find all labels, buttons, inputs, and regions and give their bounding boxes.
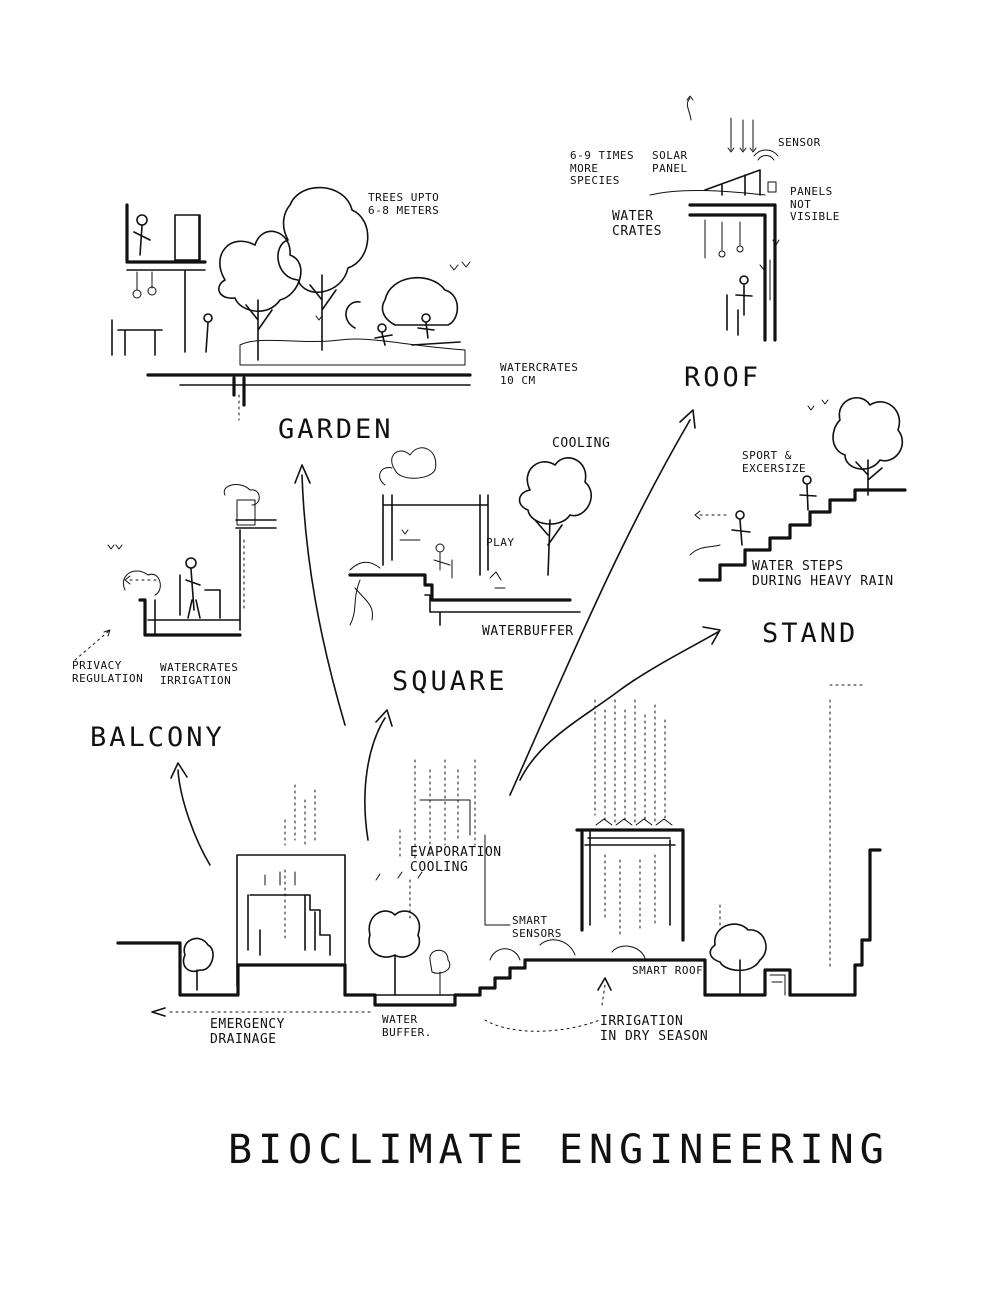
stand-section-drawing bbox=[689, 396, 907, 582]
smart-sensors-annotation: SMART SENSORS bbox=[512, 914, 562, 940]
stand-arrow bbox=[519, 631, 719, 781]
balcony-arrow bbox=[177, 769, 211, 866]
square-section-drawing bbox=[348, 447, 592, 626]
watercrates-10cm-annotation: WATERCRATES 10 CM bbox=[500, 361, 579, 387]
water-crates-annotation: WATER CRATES bbox=[612, 209, 662, 239]
roof-label: ROOF bbox=[684, 362, 762, 393]
garden-arrowhead bbox=[294, 464, 311, 484]
sensor-annotation: SENSOR bbox=[778, 136, 821, 149]
emergency-drainage-annotation: EMERGENCY DRAINAGE bbox=[210, 1017, 285, 1047]
garden-section-drawing bbox=[111, 186, 472, 421]
diagram-title: BIOCLIMATE ENGINEERING bbox=[228, 1127, 890, 1173]
sport-annotation: SPORT & EXCERSIZE bbox=[742, 449, 807, 475]
garden-label: GARDEN bbox=[278, 414, 394, 445]
garden-arrow bbox=[301, 474, 346, 726]
more-species-annotation: 6-9 TIMES MORE SPECIES bbox=[570, 149, 635, 188]
waterbuffer-annotation: WATERBUFFER bbox=[482, 624, 574, 639]
water-steps-annotation: WATER STEPS DURING HEAVY RAIN bbox=[752, 559, 894, 589]
cooling-annotation: COOLING bbox=[552, 436, 611, 451]
play-annotation: PLAY bbox=[486, 536, 515, 549]
evaporation-annotation: EVAPORATION COOLING bbox=[410, 845, 502, 875]
stand-label: STAND bbox=[762, 618, 859, 649]
stand-arrowhead bbox=[702, 626, 721, 645]
solar-panel-annotation: SOLAR PANEL bbox=[652, 149, 688, 175]
watercrates-irrigation-annotation: WATERCRATES IRRIGATION bbox=[160, 661, 239, 687]
balcony-section-drawing bbox=[74, 484, 277, 661]
square-label: SQUARE bbox=[392, 666, 508, 697]
water-buffer-annotation: WATER BUFFER. bbox=[382, 1013, 432, 1039]
irrigation-annotation: IRRIGATION IN DRY SEASON bbox=[600, 1014, 709, 1044]
balcony-label: BALCONY bbox=[90, 722, 225, 753]
square-arrowhead bbox=[375, 709, 393, 727]
privacy-annotation: PRIVACY REGULATION bbox=[72, 659, 144, 685]
balcony-arrowhead bbox=[170, 762, 188, 779]
connecting-arrows bbox=[170, 409, 721, 866]
roof-section-drawing bbox=[649, 95, 780, 342]
panels-not-visible-annotation: PANELS NOT VISIBLE bbox=[790, 185, 840, 224]
smart-roof-annotation: SMART ROOF bbox=[632, 964, 704, 977]
roof-arrowhead bbox=[679, 409, 696, 429]
roof-arrow bbox=[509, 419, 691, 796]
trees-annotation: TREES UPTO 6-8 METERS bbox=[368, 191, 440, 217]
main-section-drawing bbox=[116, 684, 882, 1032]
square-arrow bbox=[364, 717, 386, 841]
